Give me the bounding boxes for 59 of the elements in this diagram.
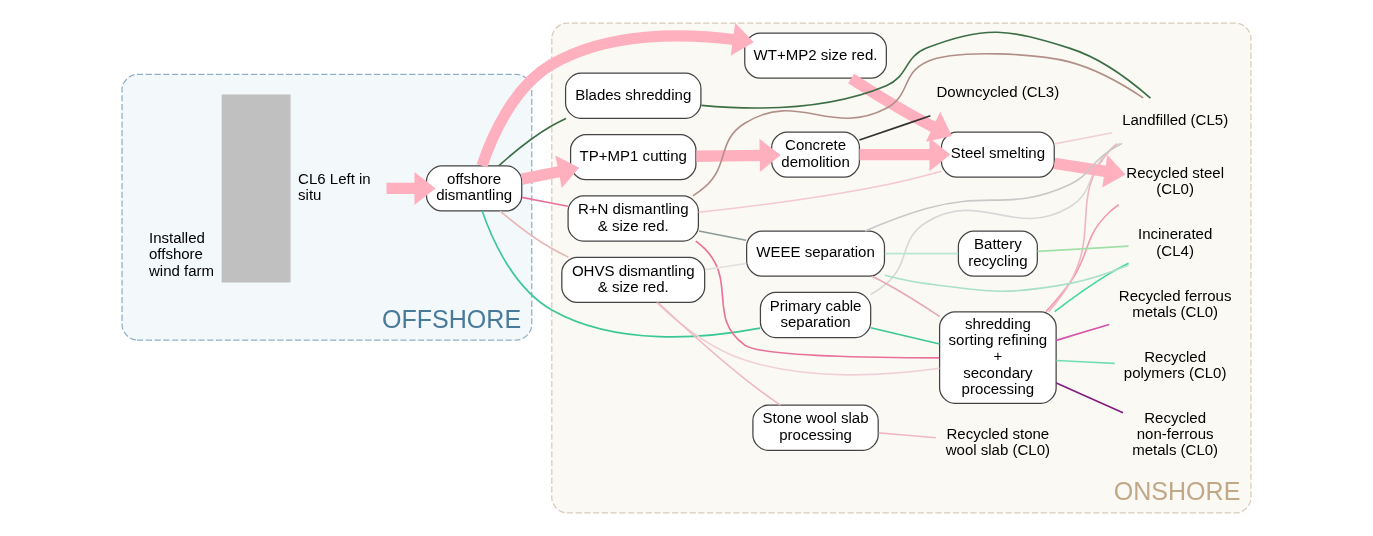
node-box bbox=[221, 94, 291, 283]
node-box: Primary cable separation bbox=[759, 291, 872, 339]
node-text: Incinerated (CL4) bbox=[1138, 225, 1213, 259]
connector bbox=[655, 301, 941, 376]
connector bbox=[700, 31, 1152, 109]
node-text: Recycled polymers (CL0) bbox=[1123, 348, 1227, 382]
node-text: Landfilled (CL5) bbox=[1122, 110, 1229, 128]
node-text: Recycled steel (CL0) bbox=[1126, 163, 1224, 198]
connector bbox=[864, 142, 1123, 232]
node-box: R+N dismantling & size red. bbox=[567, 195, 700, 242]
connector bbox=[698, 230, 747, 242]
node-box: shredding sorting refining + secondary processing bbox=[938, 311, 1057, 404]
arrow bbox=[696, 138, 781, 172]
connector bbox=[858, 115, 932, 141]
node-box: WT+MP2 size red. bbox=[744, 32, 887, 79]
connector bbox=[704, 262, 748, 271]
node-box: Battery recycling bbox=[957, 230, 1038, 277]
connector bbox=[883, 264, 1130, 292]
connector bbox=[657, 301, 782, 406]
node-box: WEEE separation bbox=[746, 230, 886, 277]
connector bbox=[695, 240, 941, 359]
connector bbox=[1055, 382, 1124, 414]
node-text: Recycled non-ferrous metals (CL0) bbox=[1132, 408, 1219, 459]
node-text: Downcycled (CL3) bbox=[936, 83, 1060, 101]
connector bbox=[692, 53, 1145, 197]
connector bbox=[521, 196, 569, 207]
connector bbox=[1036, 245, 1130, 253]
connector bbox=[1047, 142, 1118, 313]
arrow bbox=[476, 22, 754, 168]
connector bbox=[871, 275, 941, 318]
connector bbox=[499, 210, 570, 258]
node-text: Recycled stone wool slab (CL0) bbox=[945, 424, 1051, 458]
connector bbox=[1053, 131, 1114, 145]
node-text: Recycled ferrous metals (CL0) bbox=[1118, 286, 1232, 320]
connector bbox=[1053, 262, 1130, 313]
connector bbox=[498, 117, 567, 167]
arrow bbox=[520, 155, 580, 189]
arrow bbox=[848, 73, 952, 142]
node-box: Blades shredding bbox=[564, 72, 702, 119]
node-box: Stone wool slab processing bbox=[752, 404, 879, 451]
connector bbox=[877, 432, 937, 439]
arrow bbox=[859, 138, 951, 172]
node-label: Installed offshore wind farm bbox=[148, 229, 215, 279]
node-box: Concrete demolition bbox=[771, 131, 861, 178]
connector bbox=[481, 210, 761, 338]
arrow bbox=[1053, 154, 1126, 188]
node-label: CL6 Left in situ bbox=[298, 170, 371, 204]
arrow bbox=[386, 171, 436, 205]
connector bbox=[697, 170, 943, 214]
connector bbox=[1045, 203, 1120, 313]
connector bbox=[869, 326, 941, 345]
connector bbox=[869, 142, 1121, 296]
node-box: OHVS dismantling & size red. bbox=[561, 256, 706, 304]
node-box: TP+MP1 cutting bbox=[569, 133, 697, 181]
connector bbox=[1055, 359, 1116, 365]
connector bbox=[1055, 323, 1111, 342]
node-box: Steel smelting bbox=[940, 131, 1055, 178]
connector bbox=[883, 252, 960, 255]
node-box: offshore dismantling bbox=[425, 165, 523, 212]
